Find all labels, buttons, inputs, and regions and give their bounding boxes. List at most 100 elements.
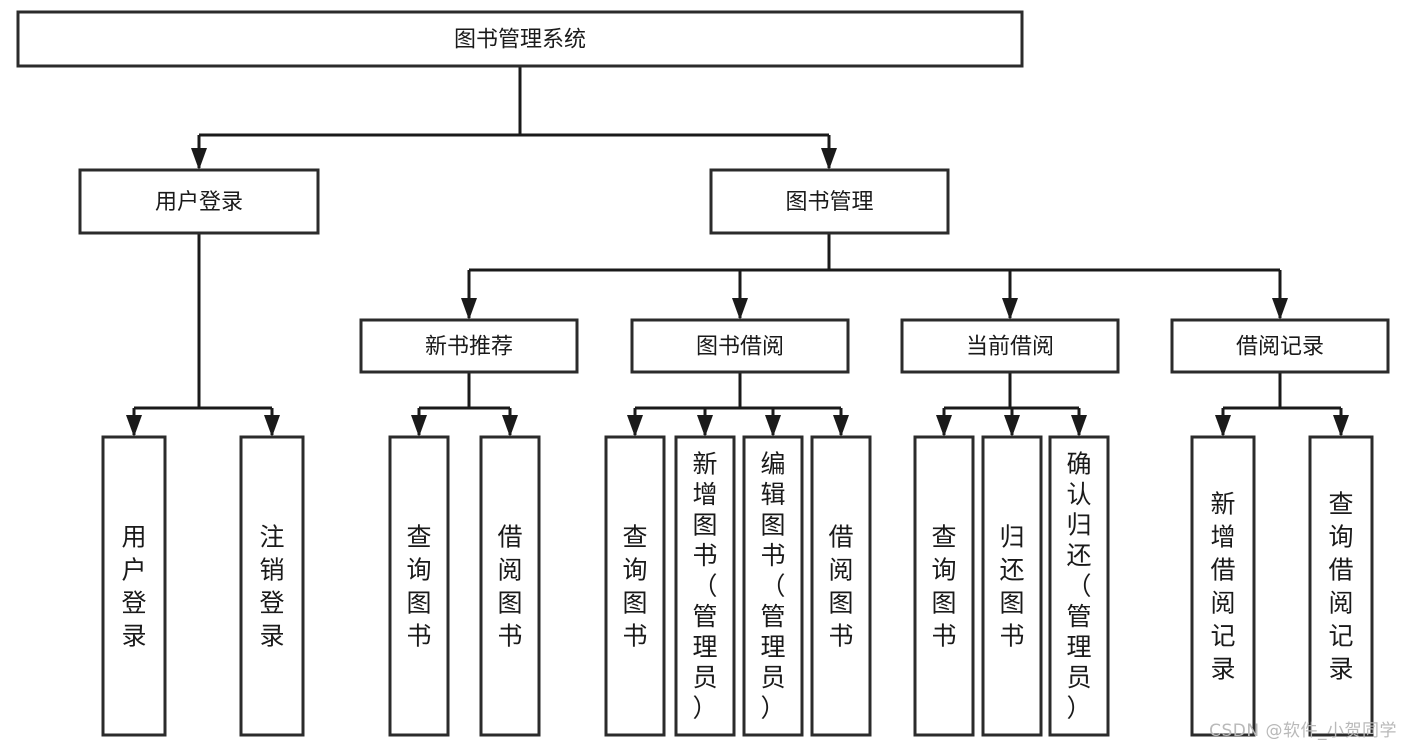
node-level3-1[interactable] [630,318,850,374]
svg-text:图: 图 [999,589,1024,618]
arrow-head-icon [732,298,748,320]
svg-text:）: ） [760,694,785,723]
svg-text:用: 用 [121,523,146,552]
node-level3-1-label: 图书借阅 [696,335,784,360]
arrow-head-icon [765,415,781,437]
svg-text:（: （ [760,572,785,601]
node-level3-0[interactable] [359,318,579,374]
svg-text:录: 录 [1328,655,1353,684]
svg-text:管: 管 [1066,602,1091,631]
node-leaf-1[interactable] [239,435,305,737]
svg-text:阅: 阅 [497,556,522,585]
arrow-head-icon [264,415,280,437]
svg-text:书: 书 [931,622,956,651]
svg-text:图: 图 [622,589,647,618]
svg-text:图: 图 [406,589,431,618]
node-level3-3[interactable] [1170,318,1390,374]
arrow-head-icon [1215,415,1231,437]
svg-text:阅: 阅 [1210,589,1235,618]
svg-text:查: 查 [622,523,647,552]
svg-text:记: 记 [1328,622,1353,651]
node-level2-0-label: 用户登录 [155,190,243,215]
svg-text:管: 管 [760,602,785,631]
svg-text:查: 查 [1328,490,1353,519]
svg-text:录: 录 [121,622,146,651]
arrow-head-icon [1071,415,1087,437]
svg-text:询: 询 [1328,523,1353,552]
node-level2-0[interactable] [78,168,320,235]
node-leaf-0[interactable] [101,435,167,737]
svg-text:）: ） [692,694,717,723]
node-leaf-10[interactable] [1048,435,1110,737]
svg-text:图: 图 [692,511,717,540]
svg-text:图: 图 [931,589,956,618]
svg-text:图: 图 [497,589,522,618]
svg-text:归: 归 [999,523,1024,552]
arrow-head-icon [833,415,849,437]
svg-text:（: （ [1066,572,1091,601]
arrow-head-icon [191,148,207,170]
arrow-head-icon [502,415,518,437]
svg-text:录: 录 [1210,655,1235,684]
svg-text:询: 询 [931,556,956,585]
node-level2-1[interactable] [709,168,950,235]
node-level3-2-label: 当前借阅 [966,335,1054,360]
svg-text:书: 书 [760,541,785,570]
svg-text:销: 销 [259,556,284,585]
node-level2-1-label: 图书管理 [785,190,873,215]
node-leaf-5[interactable] [674,435,736,737]
svg-text:理: 理 [760,633,785,662]
node-level3-0-label: 新书推荐 [425,335,513,360]
arrow-head-icon [1272,298,1288,320]
svg-text:新: 新 [1210,490,1235,519]
node-leaf-2[interactable] [388,435,450,737]
svg-text:询: 询 [622,556,647,585]
node-leaf-7[interactable] [810,435,872,737]
arrow-head-icon [627,415,643,437]
svg-text:登: 登 [121,589,146,618]
arrow-head-icon [1333,415,1349,437]
svg-text:新: 新 [692,450,717,479]
svg-text:管: 管 [692,602,717,631]
node-root-system[interactable] [16,10,1024,68]
node-leaf-0-label: 用户登录 [121,523,146,651]
svg-text:查: 查 [931,523,956,552]
svg-text:编: 编 [760,450,785,479]
node-leaf-9[interactable] [981,435,1043,737]
svg-text:增: 增 [692,480,717,509]
node-leaf-6[interactable] [742,435,804,737]
arrow-head-icon [411,415,427,437]
svg-text:阅: 阅 [1328,589,1353,618]
svg-text:（: （ [692,572,717,601]
arrow-head-icon [936,415,952,437]
node-leaf-3[interactable] [479,435,541,737]
svg-text:增: 增 [1210,523,1235,552]
svg-text:员: 员 [760,663,785,692]
svg-text:确: 确 [1066,450,1091,479]
arrow-head-icon [1002,298,1018,320]
svg-text:阅: 阅 [828,556,853,585]
svg-text:理: 理 [692,633,717,662]
arrow-head-icon [126,415,142,437]
node-level3-2[interactable] [900,318,1120,374]
node-leaf-11[interactable] [1190,435,1256,737]
node-leaf-12[interactable] [1308,435,1374,737]
svg-text:借: 借 [1328,556,1353,585]
svg-text:登: 登 [259,589,284,618]
node-leaf-4[interactable] [604,435,666,737]
svg-text:员: 员 [692,663,717,692]
node-leaf-8[interactable] [913,435,975,737]
connector-layer [126,66,1349,437]
svg-text:询: 询 [406,556,431,585]
svg-text:书: 书 [497,622,522,651]
